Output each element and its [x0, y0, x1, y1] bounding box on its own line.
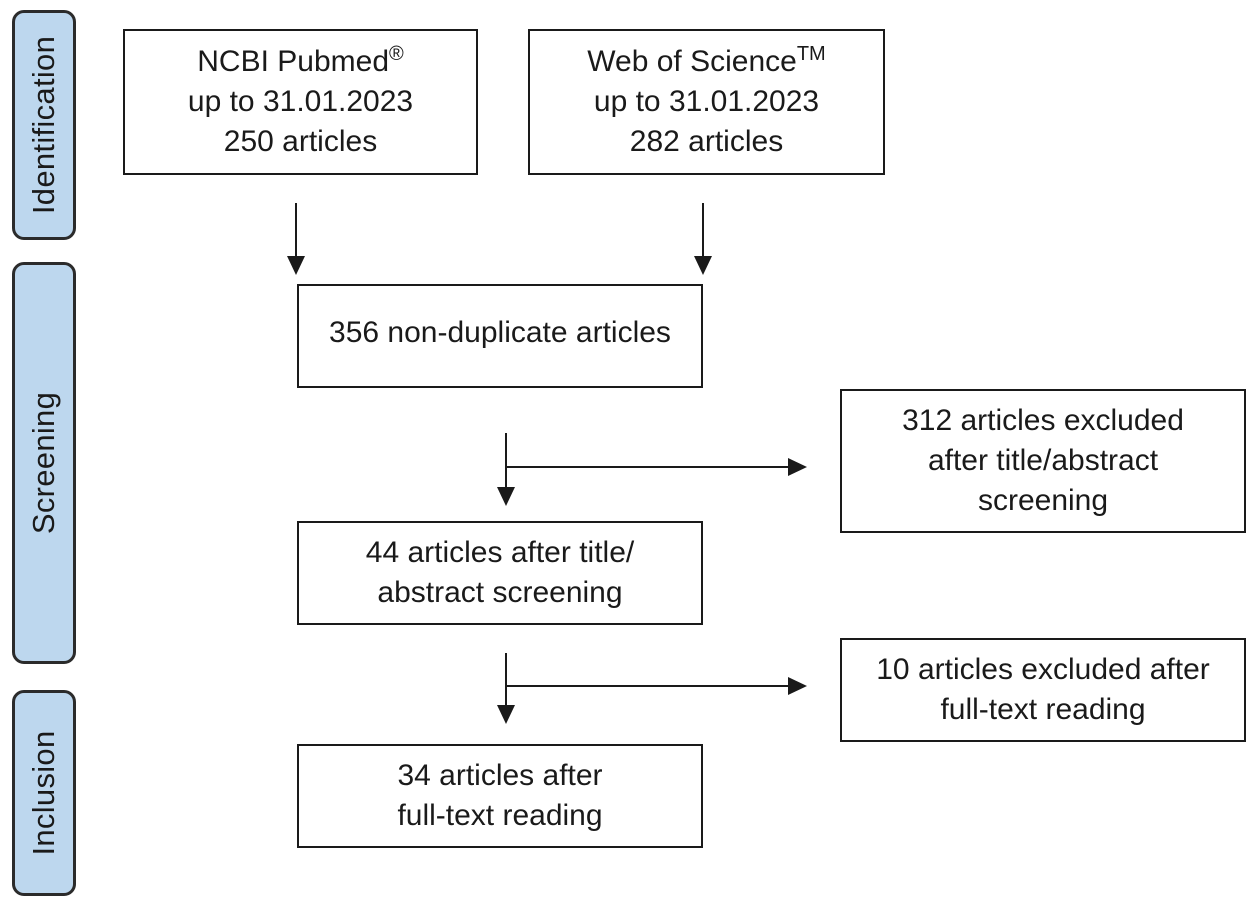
wos-title: Web of ScienceTM	[587, 43, 826, 78]
excluded-title-line1: 312 articles excluded	[902, 404, 1184, 437]
pubmed-count: 250 articles	[223, 125, 378, 158]
after-fulltext-line2: full-text reading	[397, 799, 603, 832]
arrowhead-screen2-right	[788, 677, 807, 695]
pubmed-source-box: NCBI Pubmed® up to 31.01.2023 250 articl…	[123, 29, 478, 175]
after-title-abstract-box: 44 articles after title/ abstract screen…	[297, 521, 703, 625]
stage-identification: Identification	[12, 10, 76, 240]
arrowhead-wos-down	[694, 256, 712, 275]
arrowhead-screen2-down	[497, 705, 515, 724]
pubmed-date: up to 31.01.2023	[187, 85, 414, 118]
excluded-title-line2: after title/abstract	[927, 444, 1159, 477]
trademark-mark: TM	[796, 43, 826, 65]
after-fulltext-line1: 34 articles after	[397, 759, 603, 792]
pubmed-title: NCBI Pubmed®	[197, 43, 404, 78]
wos-source-box: Web of ScienceTM up to 31.01.2023 282 ar…	[528, 29, 885, 175]
excluded-fulltext-line2: full-text reading	[940, 693, 1146, 726]
arrowhead-screen1-right	[788, 458, 807, 476]
registered-mark: ®	[389, 43, 404, 65]
excluded-title-line3: screening	[977, 484, 1109, 517]
after-fulltext-box: 34 articles after full-text reading	[297, 744, 703, 848]
after-title-line2: abstract screening	[377, 576, 623, 609]
nonduplicate-box: 356 non-duplicate articles	[297, 284, 703, 388]
wos-count: 282 articles	[629, 125, 784, 158]
arrowhead-screen1-down	[497, 487, 515, 506]
after-title-line1: 44 articles after title/	[365, 536, 635, 569]
stage-inclusion: Inclusion	[12, 690, 76, 896]
stage-screening: Screening	[12, 262, 76, 664]
excluded-fulltext-box: 10 articles excluded after full-text rea…	[840, 638, 1246, 742]
excluded-title-abstract-box: 312 articles excluded after title/abstra…	[840, 389, 1246, 533]
wos-date: up to 31.01.2023	[593, 85, 820, 118]
nonduplicate-text: 356 non-duplicate articles	[329, 316, 671, 349]
excluded-fulltext-line1: 10 articles excluded after	[876, 653, 1210, 686]
arrowhead-pubmed-down	[287, 256, 305, 275]
